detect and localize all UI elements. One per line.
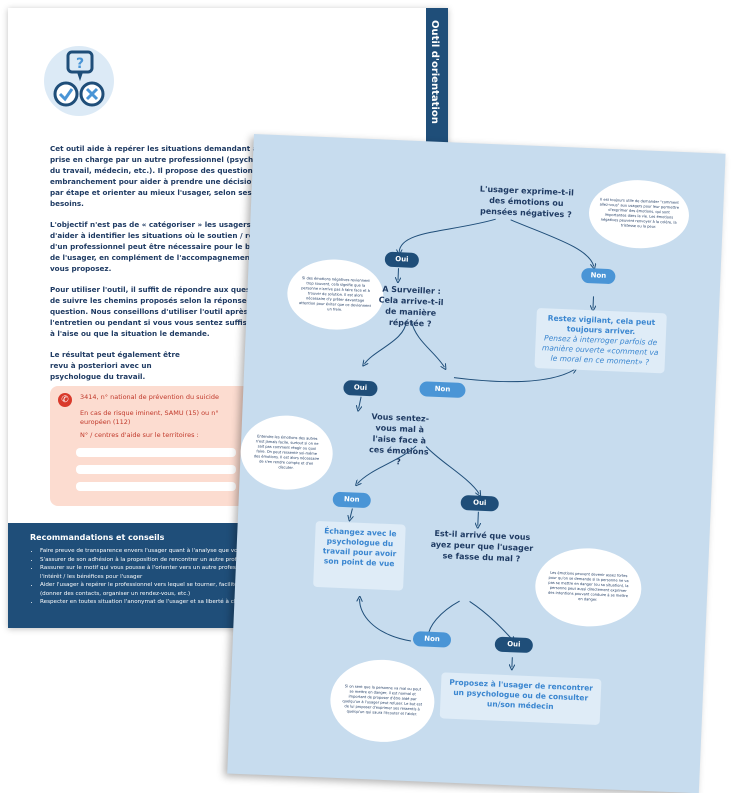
emergency-numbers: En cas de risque iminent, SAMU (15) ou n… (80, 409, 219, 426)
help-center-field[interactable] (76, 448, 236, 457)
recommendation-item: S'assurer de son adhésion à la propositi… (40, 556, 270, 565)
intro-paragraph: Cet outil aide à repérer les situations … (50, 144, 283, 208)
result-stay-vigilant: Restez vigilant, cela peut toujours arri… (534, 308, 667, 374)
suicide-prevention-number: 3414, n° national de prévention du suici… (80, 393, 219, 401)
question-self-harm: Est-il arrivé que vous ayez peur que l'u… (430, 528, 534, 564)
help-center-field[interactable] (76, 482, 236, 491)
intro-text: Cet outil aide à repérer les situations … (50, 143, 286, 392)
answer-oui[interactable]: Oui (460, 494, 500, 512)
answer-non[interactable]: Non (332, 491, 372, 509)
orientation-logo-icon: ? (44, 46, 114, 116)
result-talk-psychologist: Échangez avec le psychologue du travail … (313, 520, 406, 591)
answer-oui[interactable]: Oui (343, 379, 378, 397)
intro-paragraph: L'objectif n'est pas de « catégoriser » … (50, 220, 283, 273)
info-bubble-text: Il est toujours utile de demander "comme… (599, 197, 680, 229)
svg-text:?: ? (76, 56, 84, 72)
info-bubble-text: Entendre les émotions des autres n'est j… (253, 433, 320, 470)
recommendation-item: Faire preuve de transparence envers l'us… (40, 547, 270, 556)
recommendation-item: Respecter en toutes situation l'anonymat… (40, 598, 270, 607)
info-bubble-text: Les émotions peuvent devenir assez forte… (547, 570, 629, 602)
answer-non[interactable]: Non (412, 631, 452, 648)
question-repeated: A Surveiller : Cela arrive-t-il de maniè… (378, 284, 444, 329)
intro-paragraph: Pour utiliser l'outil, il suffit de répo… (50, 285, 286, 338)
flow-arrows (227, 218, 725, 793)
info-bubble-text: Si on sent que la personne va mal ou peu… (342, 684, 423, 717)
help-center-field[interactable] (76, 465, 236, 474)
side-tab: Outil d'orientation (426, 8, 448, 158)
result-stay-vigilant-hint: Pensez à interroger parfois de manière o… (541, 333, 659, 367)
info-bubble-text: Si des émotions négatives reviennent tro… (298, 275, 372, 312)
intro-paragraph: Le résultat peut également être revu à p… (50, 350, 180, 381)
phone-icon: ✆ (58, 393, 72, 407)
recommendation-item: (donner des contacts, organiser un rende… (40, 590, 191, 597)
recommendation-item: l'intérêt / les bénéfices pour l'usager (40, 573, 143, 580)
recommendations-title: Recommandations et conseils (30, 533, 165, 542)
side-title: Outil d'orientation (429, 20, 440, 124)
question-discomfort: Vous sentez-vous mal à l'aise face à ces… (368, 412, 430, 467)
recommendation-item: Aider l'usager à repérer le professionne… (40, 581, 270, 590)
flowchart-sheet: L'usager exprime-t-il des émotions ou pe… (227, 134, 726, 793)
help-centers-label: N° / centres d'aide sur le territoires : (80, 431, 199, 439)
emergency-box: ✆ 3414, n° national de prévention du sui… (50, 386, 260, 506)
recommendation-item: Rassurer sur le motif qui vous pousse à … (40, 564, 270, 573)
answer-oui[interactable]: Oui (494, 636, 534, 654)
answer-oui[interactable]: Oui (384, 251, 420, 269)
answer-non[interactable]: Non (419, 381, 466, 399)
answer-non[interactable]: Non (581, 267, 616, 285)
result-propose-psychologist: Proposez à l'usager de rencontrer un psy… (439, 672, 602, 725)
question-emotions: L'usager exprime-t-il des émotions ou pe… (479, 184, 575, 220)
